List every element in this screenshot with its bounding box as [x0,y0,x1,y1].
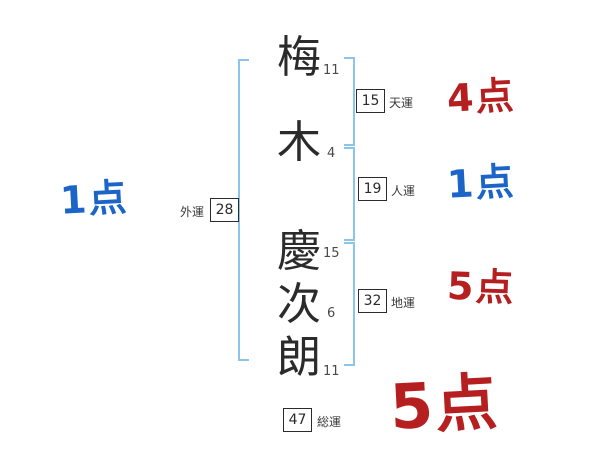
tenun-label: 天運 [389,96,414,110]
stroke-count-5: 11 [323,364,340,379]
chiun-label: 地運 [391,296,416,310]
name-char-3: 慶 [277,226,321,277]
chiun-bracket [344,242,355,366]
stroke-count-3: 15 [323,246,340,261]
stroke-count-4: 6 [327,306,336,321]
tenun-score: 4点 [445,73,517,121]
jinun-label: 人運 [391,184,416,198]
chiun-score: 5点 [446,263,517,311]
tenun-bracket [344,57,355,146]
soun-value-box: 47 [283,408,312,432]
soun-label: 総運 [317,415,342,429]
soun-score: 5点 [388,365,501,444]
chiun-value-box: 32 [358,289,387,313]
gaiun-label: 外運 [180,205,205,219]
tenun-value-box: 15 [356,89,385,113]
name-char-4: 次 [277,279,321,330]
stroke-count-2: 4 [327,146,336,161]
name-char-5: 朗 [277,332,321,383]
jinun-bracket [344,147,355,241]
stroke-count-1: 11 [323,63,340,78]
gaiun-bracket [238,59,249,361]
name-char-2: 木 [277,117,321,168]
jinun-score: 1点 [445,159,517,207]
jinun-value-box: 19 [358,177,387,201]
name-char-1: 梅 [277,32,321,83]
gaiun-value-box: 28 [210,198,239,222]
gaiun-score: 1点 [58,175,130,223]
